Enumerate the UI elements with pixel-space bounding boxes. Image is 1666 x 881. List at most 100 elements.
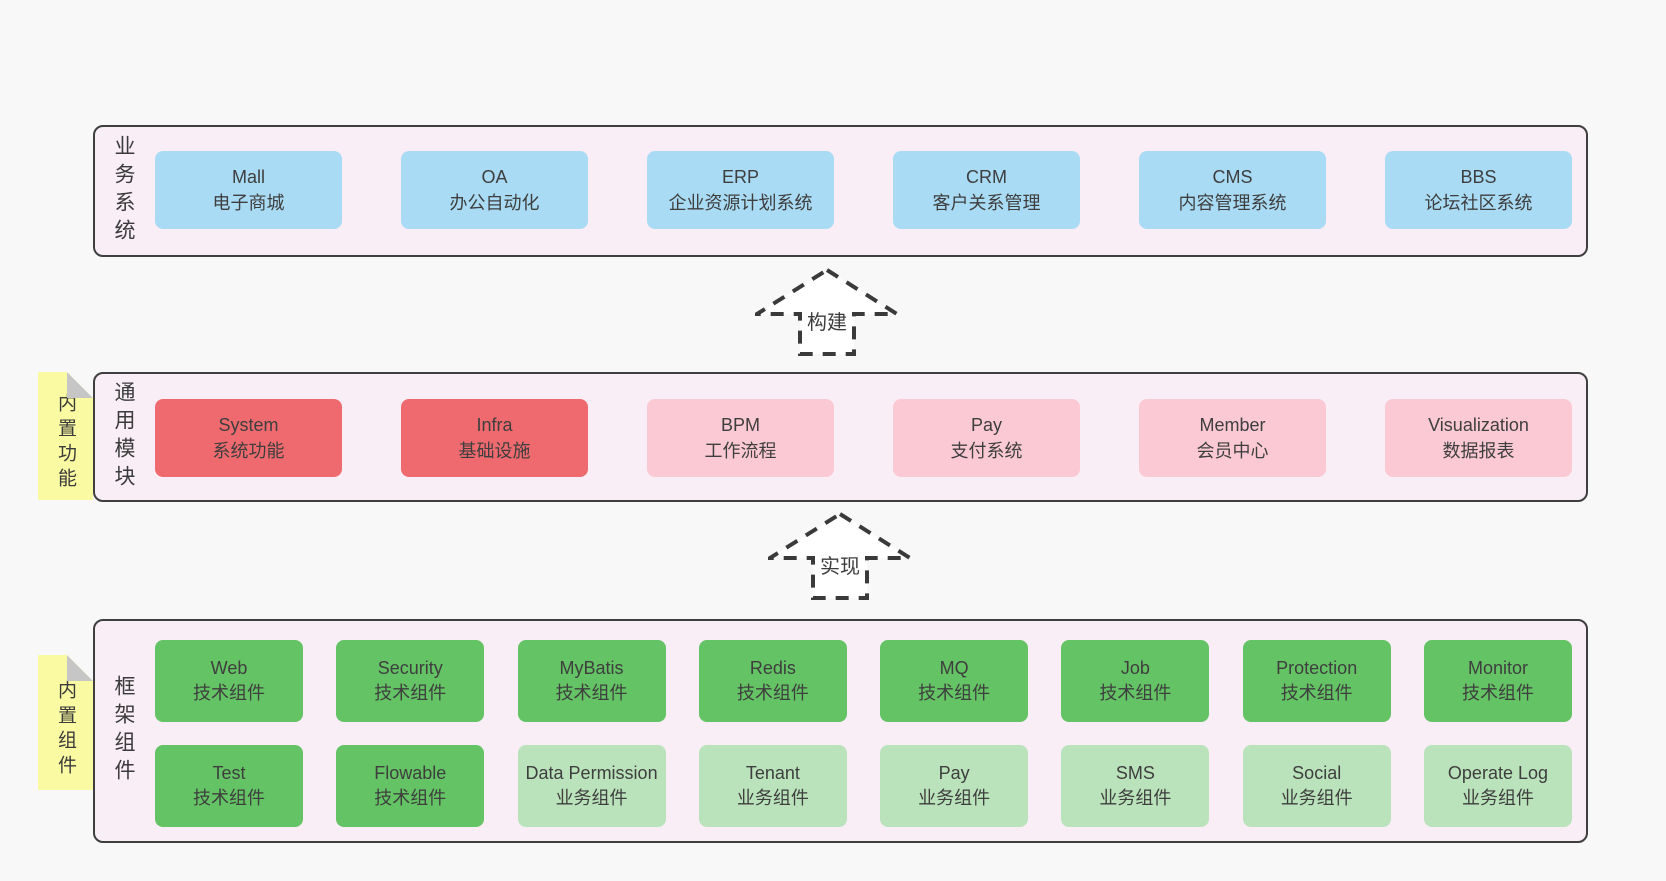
box-redis: Redis 技术组件 [698, 640, 847, 722]
box-title: Visualization [1428, 415, 1529, 435]
box-subtitle: 会员中心 [1196, 441, 1269, 461]
box-bpm: BPM 工作流程 [647, 399, 834, 477]
box-title: Social [1292, 763, 1342, 783]
section-label-common-modules: 通用模块 [112, 381, 135, 493]
box-flowable: Flowable 技术组件 [336, 745, 485, 827]
section-label-framework-components: 框架组件 [112, 675, 135, 787]
framework-components-row-1: Web 技术组件 Security 技术组件 MyBatis 技术组件 Redi… [155, 640, 1572, 722]
box-title: Protection [1276, 658, 1358, 678]
section-framework-components: 框架组件 Web 技术组件 Security 技术组件 MyBatis 技术组件… [93, 619, 1588, 843]
box-subtitle: 技术组件 [193, 788, 265, 808]
box-title: BPM [720, 415, 760, 435]
box-title: Monitor [1467, 658, 1528, 678]
box-monitor: Monitor 技术组件 [1423, 640, 1572, 722]
box-title: MQ [939, 658, 969, 678]
box-subtitle: 业务组件 [736, 788, 809, 808]
folded-corner-icon [67, 372, 93, 398]
box-visualization: Visualization 数据报表 [1385, 399, 1572, 477]
box-title: CMS [1212, 167, 1253, 187]
box-title: Tenant [745, 763, 800, 783]
box-subtitle: 工作流程 [704, 441, 777, 461]
sticky-label: 内置组件 [55, 679, 76, 780]
box-title: Redis [749, 658, 796, 678]
box-subtitle: 系统功能 [212, 441, 285, 461]
box-member: Member 会员中心 [1139, 399, 1326, 477]
box-title: Pay [938, 763, 970, 783]
box-title: Data Permission [525, 763, 658, 783]
framework-components-row-2: Test 技术组件 Flowable 技术组件 Data Permission … [155, 745, 1572, 827]
box-subtitle: 技术组件 [374, 683, 447, 703]
section-business-systems: 业务系统 Mall 电子商城 OA 办公自动化 ERP 企业资源计划系统 CRM… [93, 125, 1588, 257]
box-operate-log: Operate Log 业务组件 [1423, 745, 1572, 827]
box-oa: OA 办公自动化 [401, 151, 588, 229]
sticky-built-in-features: 内置功能 [38, 372, 93, 500]
box-security: Security 技术组件 [336, 640, 485, 722]
box-title: Test [212, 763, 246, 783]
folded-corner-icon [67, 655, 93, 681]
box-subtitle: 技术组件 [193, 683, 265, 703]
box-title: Operate Log [1447, 763, 1548, 783]
box-title: Flowable [374, 763, 447, 783]
section-common-modules: 通用模块 System 系统功能 Infra 基础设施 BPM 工作流程 Pay… [93, 372, 1588, 502]
box-title: OA [481, 167, 508, 187]
box-subtitle: 论坛社区系统 [1424, 193, 1533, 213]
box-job: Job 技术组件 [1061, 640, 1210, 722]
box-web: Web 技术组件 [155, 640, 303, 722]
sticky-built-in-components: 内置组件 [38, 655, 93, 790]
box-subtitle: 技术组件 [374, 788, 447, 808]
box-social: Social 业务组件 [1242, 745, 1391, 827]
build-arrow: 构建 [755, 266, 899, 358]
box-title: Web [210, 658, 248, 678]
box-test: Test 技术组件 [155, 745, 303, 827]
box-title: SMS [1115, 763, 1155, 783]
box-subtitle: 技术组件 [736, 683, 809, 703]
implement-arrow-label: 实现 [817, 550, 863, 579]
box-title: Infra [476, 415, 513, 435]
box-mq: MQ 技术组件 [880, 640, 1029, 722]
section-label-business-systems: 业务系统 [112, 135, 135, 247]
box-subtitle: 数据报表 [1442, 441, 1515, 461]
box-bbs: BBS 论坛社区系统 [1385, 151, 1572, 229]
box-title: Security [377, 658, 443, 678]
implement-arrow: 实现 [768, 510, 912, 602]
box-title: Mall [231, 167, 265, 187]
box-subtitle: 技术组件 [918, 683, 991, 703]
box-subtitle: 业务组件 [1099, 788, 1172, 808]
box-cms: CMS 内容管理系统 [1139, 151, 1326, 229]
box-title: Member [1199, 415, 1266, 435]
box-system: System 系统功能 [155, 399, 342, 477]
box-subtitle: 业务组件 [555, 788, 628, 808]
box-mall: Mall 电子商城 [155, 151, 342, 229]
box-subtitle: 电子商城 [212, 193, 285, 213]
box-title: ERP [721, 167, 759, 187]
box-subtitle: 技术组件 [1280, 683, 1353, 703]
build-arrow-label: 构建 [804, 306, 850, 335]
box-title: CRM [966, 167, 1007, 187]
box-subtitle: 内容管理系统 [1178, 193, 1287, 213]
box-title: System [218, 415, 279, 435]
box-subtitle: 技术组件 [1099, 683, 1172, 703]
box-tenant: Tenant 业务组件 [698, 745, 847, 827]
box-subtitle: 客户关系管理 [932, 193, 1041, 213]
box-title: Pay [970, 415, 1003, 435]
box-subtitle: 支付系统 [950, 441, 1023, 461]
box-subtitle: 基础设施 [458, 441, 531, 461]
box-data-permission: Data Permission 业务组件 [517, 745, 666, 827]
box-infra: Infra 基础设施 [401, 399, 588, 477]
box-title: BBS [1460, 167, 1497, 187]
box-protection: Protection 技术组件 [1242, 640, 1391, 722]
sticky-label: 内置功能 [55, 393, 76, 493]
box-pay: Pay 支付系统 [893, 399, 1080, 477]
box-subtitle: 业务组件 [1461, 788, 1534, 808]
common-modules-row: System 系统功能 Infra 基础设施 BPM 工作流程 Pay 支付系统… [155, 399, 1572, 477]
box-pay-component: Pay 业务组件 [880, 745, 1029, 827]
box-subtitle: 技术组件 [555, 683, 628, 703]
box-subtitle: 办公自动化 [449, 193, 540, 213]
box-mybatis: MyBatis 技术组件 [517, 640, 666, 722]
box-title: Job [1120, 658, 1150, 678]
box-crm: CRM 客户关系管理 [893, 151, 1080, 229]
box-subtitle: 业务组件 [1280, 788, 1353, 808]
box-subtitle: 业务组件 [918, 788, 991, 808]
box-sms: SMS 业务组件 [1061, 745, 1210, 827]
